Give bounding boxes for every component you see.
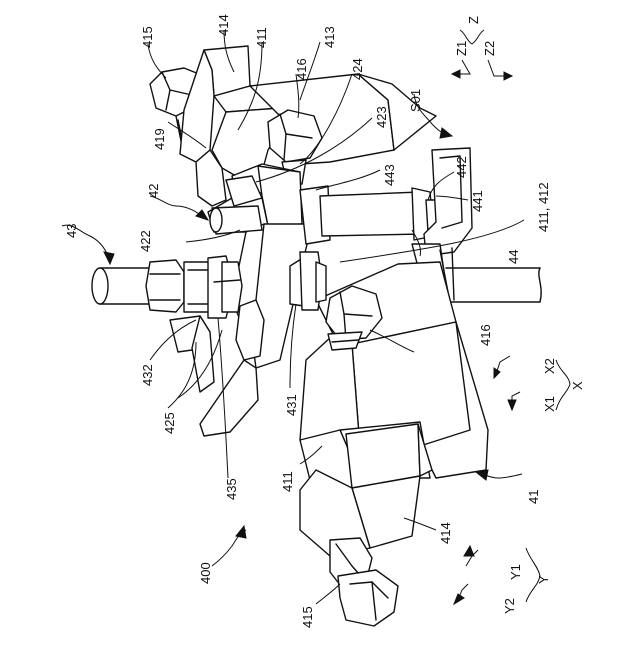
axis-x — [494, 356, 570, 410]
rod-44 — [446, 268, 541, 302]
label-416-top: 416 — [294, 58, 309, 80]
label-414-bottom: 414 — [438, 522, 453, 544]
label-z1: Z1 — [454, 41, 469, 56]
label-415-top: 415 — [140, 26, 155, 48]
label-435: 435 — [224, 478, 239, 500]
label-419: 419 — [152, 128, 167, 150]
bolt-415-bottom — [330, 538, 398, 626]
label-423: 423 — [374, 106, 389, 128]
label-415-bottom: 415 — [300, 606, 315, 628]
label-424: 424 — [350, 58, 365, 80]
label-411-bottom: 411 — [280, 471, 295, 492]
label-443: 443 — [382, 164, 397, 186]
label-400: 400 — [198, 562, 213, 584]
label-y1: Y1 — [508, 564, 523, 580]
pad-425 — [170, 316, 214, 392]
label-431: 431 — [284, 394, 299, 416]
label-413: 413 — [322, 26, 337, 48]
label-411-top: 411 — [254, 27, 269, 48]
label-43: 43 — [64, 224, 79, 238]
label-411-412: 411, 412 — [536, 182, 551, 232]
label-416-middle: 416 — [478, 324, 493, 346]
label-y2: Y2 — [502, 598, 517, 614]
label-422: 422 — [138, 230, 153, 252]
label-z: Z — [466, 16, 481, 24]
label-441: 441 — [470, 190, 485, 212]
label-442: 442 — [454, 156, 469, 178]
label-414-top: 414 — [216, 14, 231, 36]
label-x1: X1 — [542, 396, 557, 412]
label-44: 44 — [506, 250, 521, 264]
label-s01: S01 — [408, 89, 423, 112]
label-x2: X2 — [542, 358, 557, 374]
axis-y — [454, 546, 540, 604]
label-42: 42 — [146, 184, 161, 198]
label-425: 425 — [162, 412, 177, 434]
label-41: 41 — [526, 490, 541, 504]
label-z2: Z2 — [482, 41, 497, 56]
label-432: 432 — [140, 364, 155, 386]
label-x: X — [570, 381, 585, 390]
screw-43 — [92, 256, 242, 318]
pin-422 — [210, 206, 262, 234]
label-y: Y — [536, 575, 551, 584]
